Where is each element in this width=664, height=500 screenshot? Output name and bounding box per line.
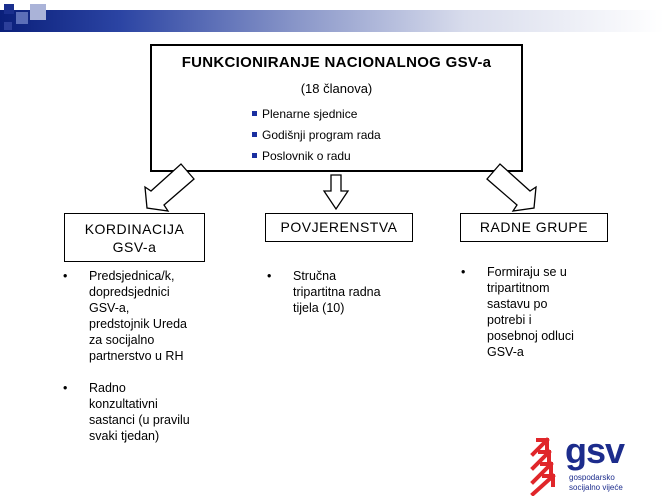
arrow-down-icon bbox=[322, 174, 350, 211]
arrow-down-right-icon bbox=[486, 163, 537, 212]
header-gradient-bar bbox=[0, 10, 664, 32]
list-item: • Radno konzultativni sastanci (u pravil… bbox=[63, 381, 190, 443]
main-title: FUNKCIONIRANJE NACIONALNOG GSV-a bbox=[181, 54, 492, 71]
committees-box: POVJERENSTVA bbox=[265, 213, 413, 242]
header-square-decoration bbox=[30, 4, 46, 20]
header-square-decoration bbox=[4, 22, 12, 30]
logo-subtitle-line1: gospodarsko bbox=[569, 473, 615, 482]
committees-bullet-list: • Stručna tripartitna radna tijela (10) bbox=[264, 268, 381, 316]
bullet-icon: • bbox=[63, 381, 68, 395]
working-groups-title: RADNE GRUPE bbox=[479, 219, 589, 235]
member-count: (18 članova) bbox=[300, 81, 373, 96]
arrow-down-left-icon bbox=[144, 163, 195, 212]
bullet-icon: • bbox=[461, 265, 466, 279]
square-bullet-icon bbox=[252, 132, 257, 138]
bullet-icon: • bbox=[267, 269, 272, 283]
list-item: Poslovnik o radu bbox=[252, 146, 381, 167]
list-item: • Stručna tripartitna radna tijela (10) bbox=[267, 269, 381, 315]
list-item: Godišnji program rada bbox=[252, 125, 381, 146]
main-functioning-box: FUNKCIONIRANJE NACIONALNOG GSV-a (18 čla… bbox=[150, 44, 523, 172]
square-bullet-icon bbox=[252, 153, 257, 159]
list-item: • Formiraju se u tripartitnom sastavu po… bbox=[461, 265, 574, 359]
list-item: Plenarne sjednice bbox=[252, 104, 381, 125]
coordination-box: KORDINACIJA GSV-a bbox=[64, 213, 205, 262]
coordination-title-line2: GSV-a bbox=[112, 239, 157, 255]
coordination-bullet-list: • Predsjednica/k, dopredsjednici GSV-a, … bbox=[60, 268, 190, 444]
coordination-title-line1: KORDINACIJA bbox=[84, 221, 185, 237]
logo-subtitle-line2: socijalno vijeće bbox=[569, 483, 623, 492]
bullet-icon: • bbox=[63, 269, 68, 283]
working-groups-box: RADNE GRUPE bbox=[460, 213, 608, 242]
header-square-decoration bbox=[4, 4, 14, 14]
gsv-logo: gsv gospodarsko socijalno vijeće bbox=[527, 430, 657, 496]
logo-arrows-icon bbox=[530, 437, 556, 496]
square-bullet-icon bbox=[252, 111, 257, 117]
list-item: • Predsjednica/k, dopredsjednici GSV-a, … bbox=[63, 269, 187, 363]
logo-wordmark: gsv bbox=[565, 430, 625, 471]
header-square-decoration bbox=[16, 12, 28, 24]
working-groups-bullet-list: • Formiraju se u tripartitnom sastavu po… bbox=[458, 264, 574, 360]
main-item-list: Plenarne sjednice Godišnji program rada … bbox=[252, 104, 381, 167]
committees-title: POVJERENSTVA bbox=[280, 219, 398, 235]
